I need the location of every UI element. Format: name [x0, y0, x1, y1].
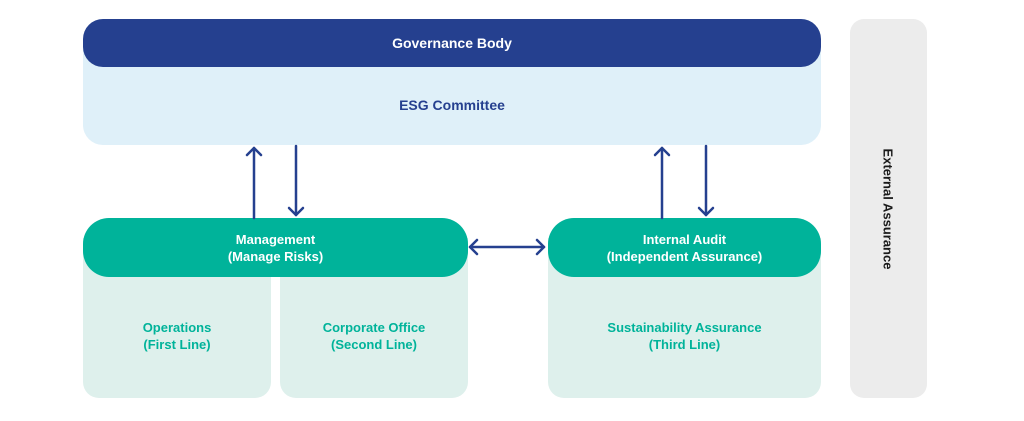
esg-committee-label: ESG Committee — [399, 97, 505, 113]
governance-body-label: Governance Body — [392, 35, 512, 51]
internal-audit-header: Internal Audit (Independent Assurance) — [548, 218, 821, 277]
esg-to-management-arrow — [287, 144, 305, 217]
external-assurance-box: External Assurance — [850, 19, 927, 398]
governance-body-header: Governance Body — [83, 19, 821, 67]
esg-to-audit-arrow — [697, 144, 715, 217]
operations-label: Operations (First Line) — [142, 320, 212, 352]
management-label: Management (Manage Risks) — [227, 232, 324, 264]
internal-audit-label: Internal Audit (Independent Assurance) — [606, 232, 763, 264]
management-to-esg-arrow — [245, 146, 263, 220]
corporate-office-label: Corporate Office (Second Line) — [322, 320, 426, 352]
audit-to-esg-arrow — [653, 146, 671, 220]
management-audit-bidirectional-arrow — [468, 238, 546, 256]
management-header: Management (Manage Risks) — [83, 218, 468, 277]
sustainability-assurance-label: Sustainability Assurance (Third Line) — [607, 320, 762, 352]
